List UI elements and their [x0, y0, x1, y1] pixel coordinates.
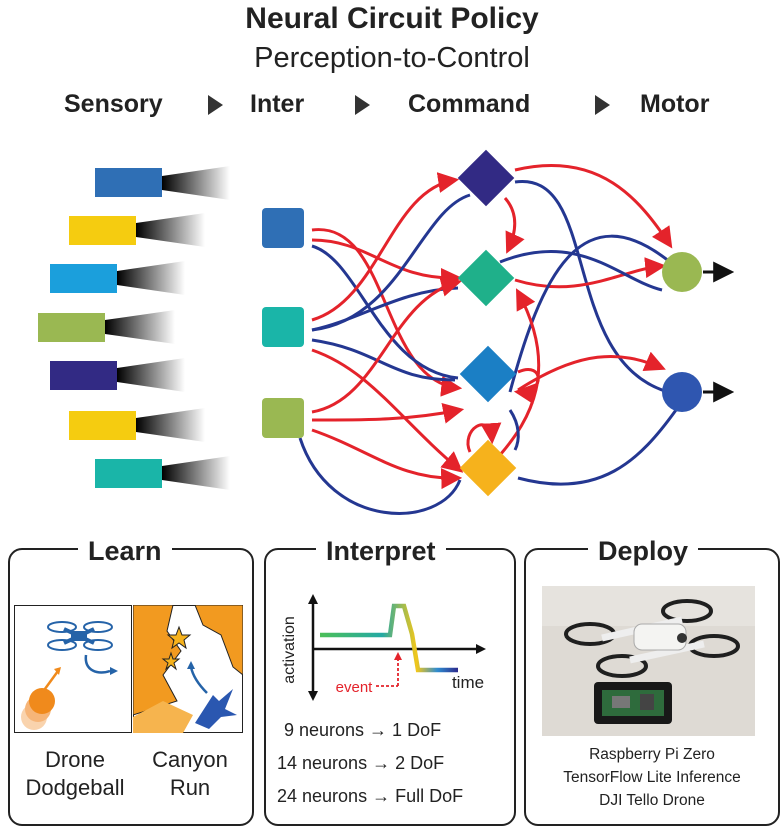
inter-neuron: [262, 307, 304, 347]
raspberry-pi-case-icon: [594, 682, 672, 724]
jet-icon: [195, 689, 237, 729]
tello-drone-icon: [564, 599, 740, 678]
canyon-run-illustration: [133, 605, 243, 733]
inter-neuron: [262, 398, 304, 438]
synapses: [298, 164, 678, 515]
diagram-title: Neural Circuit Policy: [245, 2, 539, 35]
deploy-line: DJI Tello Drone: [599, 792, 705, 809]
drone-hardware-photo: [542, 586, 755, 736]
motor-neuron: [662, 252, 702, 292]
sensory-neuron: [38, 310, 175, 344]
deploy-line: Raspberry Pi Zero: [589, 746, 715, 763]
sensory-neuron: [69, 213, 205, 247]
sensory-neuron: [50, 261, 185, 295]
deploy-title: Deploy: [588, 536, 699, 567]
axis-label-time: time: [452, 673, 484, 692]
sensory-neuron: [95, 456, 230, 490]
diagram-subtitle: Perception-to-Control: [254, 42, 530, 74]
neuron-stat: 9 neurons → 1 DoF: [284, 720, 442, 740]
network-diagram: [38, 149, 735, 515]
drone-icon: [47, 621, 113, 651]
activation-plot: activation time event: [281, 594, 486, 701]
stage-label-command: Command: [408, 90, 531, 118]
axis-label-activation: activation: [281, 616, 298, 684]
command-neuron: [457, 249, 515, 307]
stage-label-motor: Motor: [640, 90, 710, 118]
inter-neuron: [262, 208, 304, 248]
task-label-drone-dodgeball: Drone Dodgeball: [25, 747, 125, 800]
stage-arrow-icon: [595, 95, 610, 115]
stage-arrow-icon: [208, 95, 223, 115]
motor-neuron: [662, 372, 702, 412]
sensory-neuron: [50, 358, 185, 392]
star-icon: [166, 625, 192, 650]
learn-title: Learn: [78, 536, 172, 567]
stage-label-sensory: Sensory: [64, 90, 163, 118]
stage-label-inter: Inter: [250, 90, 305, 118]
sensory-neuron: [69, 408, 205, 442]
neuron-stat: 24 neurons → Full DoF: [277, 786, 464, 806]
stage-arrow-icon: [355, 95, 370, 115]
neuron-stat: 14 neurons → 2 DoF: [277, 753, 445, 773]
interpret-title: Interpret: [316, 536, 446, 567]
drone-dodgeball-illustration: [14, 605, 132, 733]
command-neuron: [459, 345, 517, 403]
sensory-neurons: [38, 166, 230, 490]
event-label: event: [336, 679, 374, 696]
ball-icon: [29, 688, 55, 714]
deploy-line: TensorFlow Lite Inference: [563, 769, 741, 786]
star-icon: [161, 651, 181, 671]
task-label-canyon-run: Canyon Run: [152, 747, 228, 800]
interpret-panel: [264, 548, 516, 826]
sensory-neuron: [95, 166, 230, 200]
